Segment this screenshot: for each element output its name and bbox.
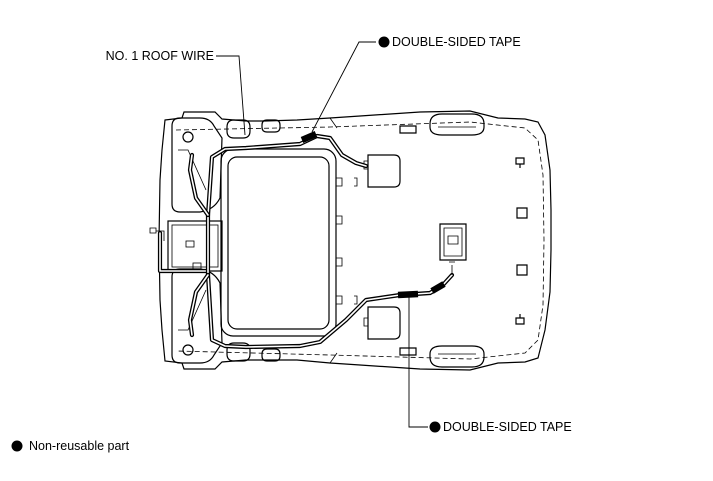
callout-tape-bottom: DOUBLE-SIDED TAPE bbox=[429, 420, 572, 434]
rear-dome-light bbox=[439, 223, 467, 261]
callout-tape-top: DOUBLE-SIDED TAPE bbox=[378, 35, 521, 49]
tape-bottom-label: DOUBLE-SIDED TAPE bbox=[443, 420, 572, 434]
callout-roof-wire: NO. 1 ROOF WIRE bbox=[106, 49, 214, 63]
non-reusable-legend-icon bbox=[11, 440, 23, 452]
sunroof-opening bbox=[220, 148, 358, 337]
non-reusable-icon bbox=[429, 421, 441, 433]
assist-grips bbox=[399, 113, 485, 368]
legend-text: Non-reusable part bbox=[29, 439, 130, 453]
roof-wire-harness bbox=[157, 133, 455, 350]
leader-lines bbox=[216, 41, 428, 428]
pads bbox=[363, 154, 401, 340]
legend: Non-reusable part bbox=[11, 439, 130, 453]
rear-clips bbox=[515, 157, 528, 325]
roof-wire-label: NO. 1 ROOF WIRE bbox=[106, 49, 214, 63]
front-console-area bbox=[149, 117, 223, 364]
visor-pockets bbox=[226, 119, 281, 362]
double-sided-tape-top bbox=[300, 131, 318, 143]
double-sided-tape-bottom bbox=[397, 281, 446, 299]
non-reusable-icon bbox=[378, 36, 390, 48]
tape-top-label: DOUBLE-SIDED TAPE bbox=[392, 35, 521, 49]
